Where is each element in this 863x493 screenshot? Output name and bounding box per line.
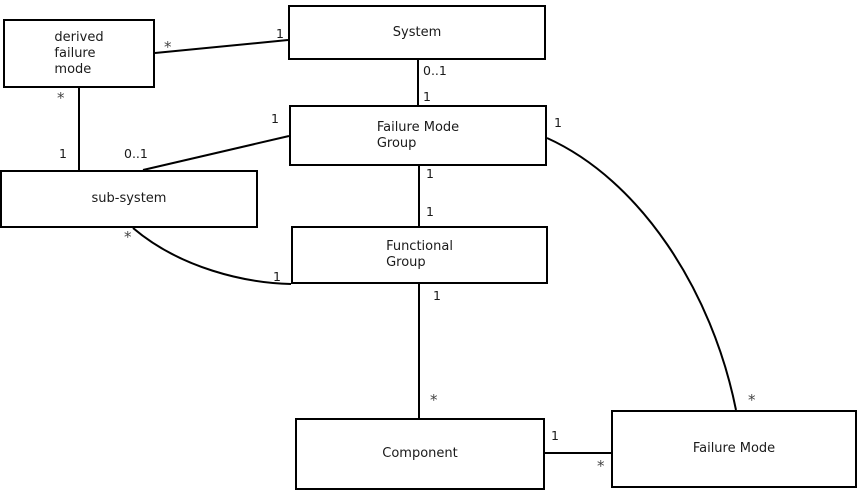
multiplicity-derived-to-sub-system-target: 1 xyxy=(59,146,67,161)
multiplicity-failure-mode-group-to-sub-system-target: 0..1 xyxy=(124,146,148,161)
class-box-system[interactable]: System xyxy=(288,5,546,60)
class-box-functional-group[interactable]: Functional Group xyxy=(291,226,548,284)
multiplicity-functional-group-to-component-target: * xyxy=(430,391,438,409)
multiplicity-component-to-failure-mode-source: 1 xyxy=(551,428,559,443)
class-label-functional-group: Functional Group xyxy=(386,239,453,270)
class-label-sub-system: sub-system xyxy=(91,191,167,206)
multiplicity-system-to-failure-mode-group-target: 1 xyxy=(423,89,431,104)
edge-failure-mode-group-to-failure-mode xyxy=(546,137,737,411)
class-label-failure-mode: Failure Mode xyxy=(692,441,776,456)
class-box-failure-mode-group[interactable]: Failure Mode Group xyxy=(289,105,547,166)
edge-failure-mode-group-to-sub-system xyxy=(142,135,290,171)
multiplicity-failure-mode-group-to-failure-mode-target: * xyxy=(748,391,756,409)
class-label-derived-failure-mode: derived failure mode xyxy=(54,29,104,77)
multiplicity-system-to-failure-mode-group-source: 0..1 xyxy=(423,63,447,78)
class-label-system: System xyxy=(392,24,442,40)
class-label-component: Component xyxy=(382,446,458,461)
multiplicity-derived-to-system-source: * xyxy=(164,38,172,56)
multiplicity-derived-to-sub-system-source: * xyxy=(57,89,65,107)
multiplicity-derived-to-system-target: 1 xyxy=(276,26,284,41)
class-box-sub-system[interactable]: sub-system xyxy=(0,170,258,228)
class-box-component[interactable]: Component xyxy=(295,418,545,490)
multiplicity-sub-system-to-functional-group-source: * xyxy=(124,228,132,246)
class-box-failure-mode[interactable]: Failure Mode xyxy=(611,410,857,488)
multiplicity-failure-mode-group-to-functional-group-source: 1 xyxy=(426,166,434,181)
multiplicity-failure-mode-group-to-sub-system-source: 1 xyxy=(271,111,279,126)
class-box-derived-failure-mode[interactable]: derived failure mode xyxy=(3,19,155,88)
multiplicity-failure-mode-group-to-failure-mode-source: 1 xyxy=(554,115,562,130)
edge-derived-to-system xyxy=(154,39,289,54)
multiplicity-failure-mode-group-to-functional-group-target: 1 xyxy=(426,204,434,219)
multiplicity-sub-system-to-functional-group-target: 1 xyxy=(273,269,281,284)
multiplicity-functional-group-to-component-source: 1 xyxy=(433,288,441,303)
edge-sub-system-to-functional-group xyxy=(132,227,292,285)
multiplicity-component-to-failure-mode-target: * xyxy=(597,457,605,475)
class-label-failure-mode-group: Failure Mode Group xyxy=(376,119,460,151)
